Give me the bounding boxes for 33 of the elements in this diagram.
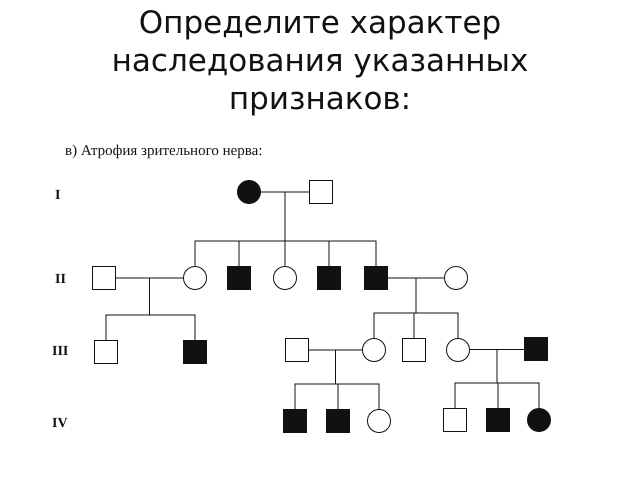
open-pedigree-square [92, 266, 116, 290]
generation-label: II [55, 272, 66, 288]
open-pedigree-square [309, 180, 333, 204]
open-pedigree-square [443, 408, 467, 432]
filled-pedigree-square [283, 409, 307, 433]
filled-pedigree-square [524, 337, 548, 361]
open-pedigree-circle [367, 409, 391, 433]
filled-pedigree-square [486, 408, 510, 432]
open-pedigree-circle [273, 266, 297, 290]
filled-pedigree-circle [237, 180, 261, 204]
open-pedigree-square [285, 338, 309, 362]
filled-pedigree-square [183, 340, 207, 364]
filled-pedigree-circle [527, 408, 551, 432]
open-pedigree-square [94, 340, 118, 364]
descent-line [149, 278, 196, 340]
open-pedigree-circle [362, 338, 386, 362]
filled-pedigree-square [364, 266, 388, 290]
subtitle: в) Атрофия зрительного нерва: [65, 143, 262, 160]
title: Определите характер наследования указанных признаков: [110, 4, 530, 118]
generation-label: III [52, 344, 68, 360]
descent-line [335, 350, 380, 410]
descent-line [284, 192, 376, 266]
open-pedigree-circle [444, 266, 468, 290]
generation-label: I [55, 188, 60, 204]
filled-pedigree-square [317, 266, 341, 290]
generation-label: IV [52, 416, 68, 432]
filled-pedigree-square [227, 266, 251, 290]
descent-line [416, 278, 458, 338]
filled-pedigree-square [326, 409, 350, 433]
open-pedigree-circle [183, 266, 207, 290]
open-pedigree-square [402, 338, 426, 362]
open-pedigree-circle [446, 338, 470, 362]
descent-line [496, 349, 540, 408]
